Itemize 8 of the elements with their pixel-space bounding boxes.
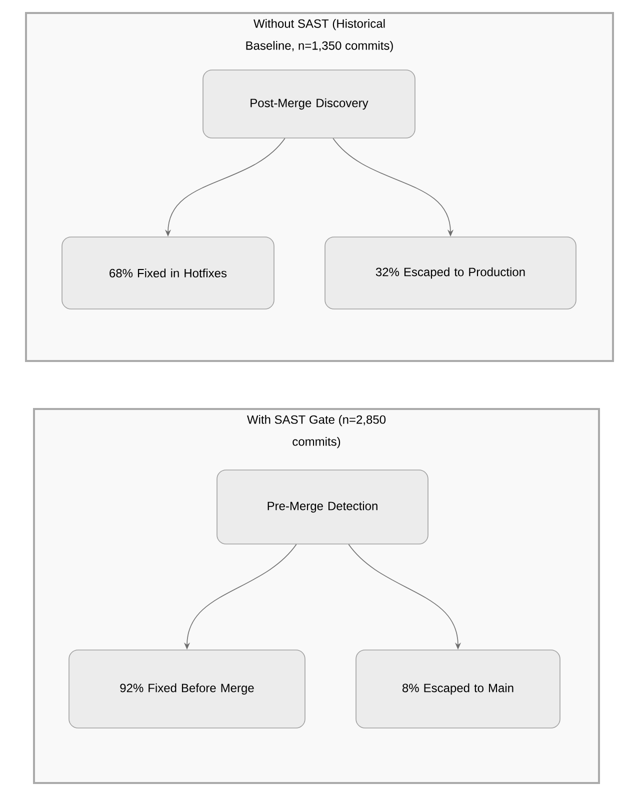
- group-title: Without SAST (Historical Baseline, n=1,350 commits): [246, 19, 393, 52]
- process-box: 68% Fixed in Hotfixes: [62, 236, 274, 310]
- process-box: 32% Escaped to Production: [324, 236, 576, 310]
- process-box: Pre-Merge Detection: [216, 470, 428, 544]
- process-box: Post-Merge Discovery: [202, 70, 416, 138]
- process-box: 8% Escaped to Main: [356, 650, 560, 728]
- group-title: With SAST Gate (n=2,850 commits): [247, 415, 386, 448]
- process-box: 92% Fixed Before Merge: [68, 650, 306, 728]
